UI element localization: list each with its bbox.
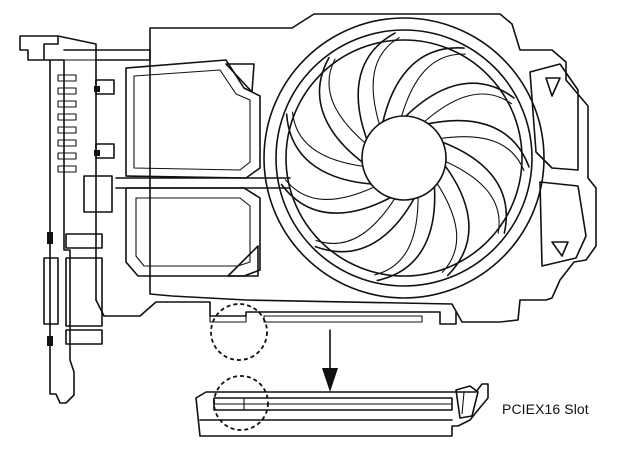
mounting-bracket [19,35,103,404]
fan-hub [361,115,447,201]
bracket-vents [57,74,77,173]
pciex16-slot [195,383,489,437]
insert-arrow [322,329,338,392]
fan-blades [280,32,530,282]
pciex16-slot-label: PCIEX16 Slot [502,401,589,417]
cooling-fan [263,17,545,299]
card-key-highlight-circle [210,303,268,361]
slot-key-highlight-circle [213,375,269,431]
cooler-shroud [115,13,597,323]
display-port-connectors [43,232,103,346]
